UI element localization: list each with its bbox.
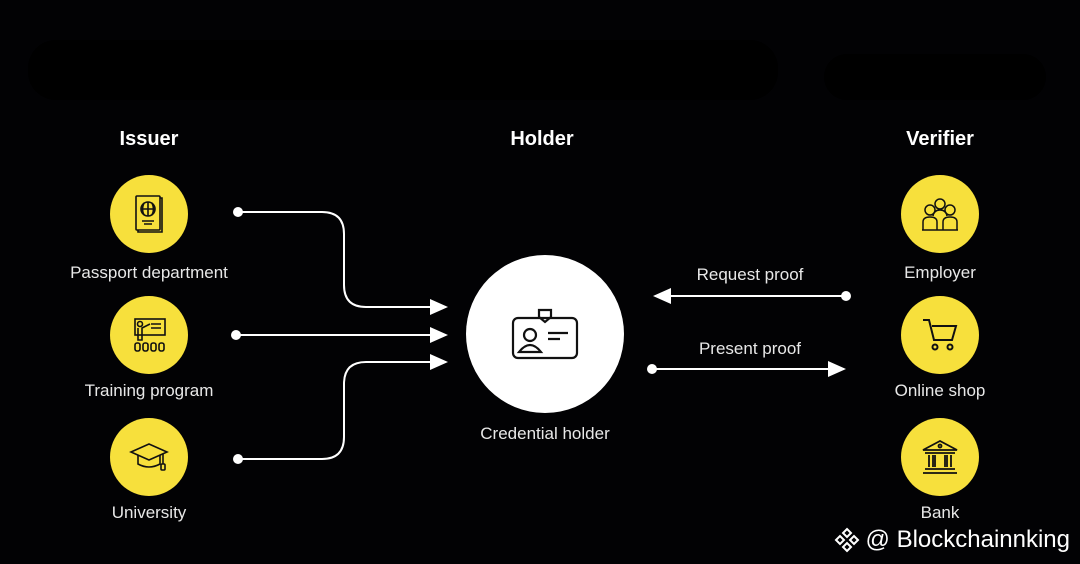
verifier-label-online-shop: Online shop (894, 381, 986, 400)
passport-icon (110, 175, 188, 253)
cart-icon (901, 296, 979, 374)
issuer-label-university: University (111, 503, 187, 522)
redacted-badge (824, 54, 1046, 100)
graduation-cap-icon (110, 418, 188, 496)
request-proof-label: Request proof (696, 265, 804, 284)
arrow-university-to-holder (238, 354, 448, 460)
verifier-label-bank: Bank (920, 503, 960, 522)
holder-label: Credential holder (480, 424, 610, 443)
watermark-text: @ Blockchainnking (865, 526, 1070, 553)
id-card-icon (466, 255, 624, 413)
presentation-icon (110, 296, 188, 374)
redacted-title-bar (28, 40, 778, 100)
issuer-heading: Issuer (119, 128, 179, 150)
issuer-label-training: Training program (84, 381, 214, 400)
holder-heading: Holder (510, 128, 574, 150)
issuer-label-passport: Passport department (70, 263, 228, 282)
arrow-passport-to-holder (238, 211, 448, 315)
verifier-label-employer: Employer (904, 263, 976, 282)
verifier-heading: Verifier (906, 128, 974, 150)
diamond-logo-icon (834, 527, 859, 553)
bank-icon (901, 418, 979, 496)
people-icon (901, 175, 979, 253)
present-proof-label: Present proof (698, 339, 802, 358)
watermark: @ Blockchainnking (834, 526, 1070, 554)
